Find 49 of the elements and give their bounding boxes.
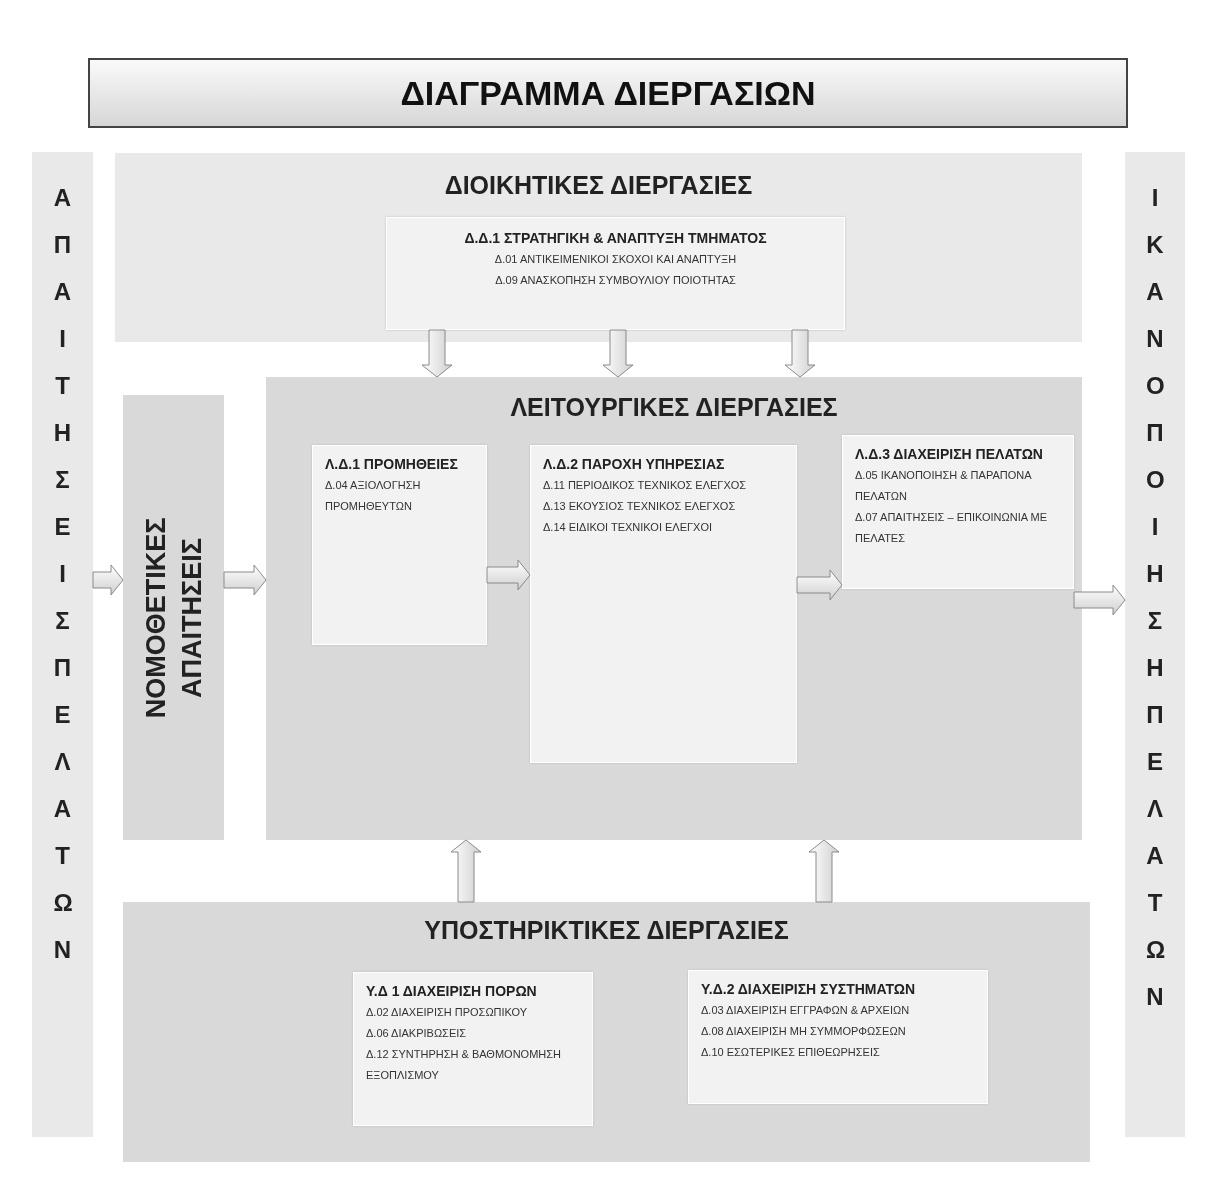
item-text: Δ.05 ΙΚΑΝΟΠΟΙΗΣΗ & ΠΑΡΑΠΟΝΑ ΠΕΛΑΤΩΝ	[855, 468, 1033, 504]
item-text: Δ.13 ΕΚΟΥΣΙΟΣ ΤΕΧΝΙΚΟΣ ΕΛΕΓΧΟΣ	[543, 498, 737, 514]
process-box	[353, 972, 593, 1126]
process-box	[386, 217, 845, 330]
block-arrow	[92, 564, 124, 596]
box-heading: Λ.Δ.1 ΠΡΟΜΗΘΕΙΕΣ	[325, 456, 459, 472]
requirements-box	[123, 395, 224, 840]
item-text: Δ.04 ΑΞΙΟΛΟΓΗΣΗ ΠΡΟΜΗΘΕΥΤΩΝ	[325, 478, 422, 514]
process-box	[312, 445, 487, 645]
process-box	[688, 970, 988, 1104]
process-band	[123, 902, 1090, 1162]
box-heading: Υ.Δ 1 ΔΙΑΧΕΙΡΙΣΗ ΠΟΡΩΝ	[366, 983, 538, 999]
box-heading: Δ.Δ.1 ΣΤΡΑΤΗΓΙΚΗ & ΑΝΑΠΤΥΞΗ ΤΜΗΜΑΤΟΣ	[463, 230, 768, 246]
side-column	[32, 152, 93, 1137]
band-heading: ΔΙΟΙΚΗΤΙΚΕΣ ΔΙΕΡΓΑΣΙΕΣ	[443, 171, 754, 200]
block-arrow	[421, 329, 453, 378]
block-arrow	[602, 329, 634, 378]
item-text: Δ.07 ΑΠΑΙΤΗΣΕΙΣ – ΕΠΙΚΟΙΝΩΝΙΑ ΜΕ ΠΕΛΑΤΕΣ	[855, 509, 1049, 546]
item-text: Δ.12 ΣΥΝΤΗΡΗΣΗ & ΒΑΘΜΟΝΟΜΗΣΗ ΕΞΟΠΛΙΣΜΟΥ	[366, 1046, 562, 1083]
rotated-label: ΝΟΜΟΘΕΤΙΚΕΣ ΑΠΑΙΤΗΣΕΙΣ	[139, 516, 208, 720]
item-text: Δ.03 ΔΙΑΧΕΙΡΙΣΗ ΕΓΓΡΑΦΩΝ & ΑΡΧΕΙΩΝ	[701, 1003, 911, 1018]
process-band	[266, 377, 1082, 840]
process-box	[530, 445, 797, 763]
band-heading: ΥΠΟΣΤΗΡΙΚΤΙΚΕΣ ΔΙΕΡΓΑΣΙΕΣ	[423, 916, 790, 945]
item-text: Δ.11 ΠΕΡΙΟΔΙΚΟΣ ΤΕΧΝΙΚΟΣ ΕΛΕΓΧΟΣ	[543, 478, 748, 493]
vertical-label: ΑΠΑΙΤΗΣΕΙΣ ΠΕΛΑΤΩΝ	[53, 183, 72, 965]
block-arrow	[796, 569, 843, 601]
block-arrow	[784, 329, 816, 378]
block-arrow	[450, 839, 482, 903]
item-text: Δ.02 ΔΙΑΧΕΙΡΙΣΗ ΠΡΟΣΩΠΙΚΟΥ	[366, 1005, 529, 1020]
box-heading: Υ.Δ.2 ΔΙΑΧΕΙΡΙΣΗ ΣΥΣΤΗΜΑΤΩΝ	[701, 981, 917, 997]
vertical-label: ΙΚΑΝΟΠΟΙΗΣΗ ΠΕΛΑΤΩΝ	[1146, 183, 1164, 1012]
block-arrow	[1073, 584, 1126, 616]
item-text: Δ.14 ΕΙΔΙΚΟΙ ΤΕΧΝΙΚΟΙ ΕΛΕΓΧΟΙ	[543, 519, 714, 535]
process-box	[842, 435, 1074, 589]
block-arrow	[808, 839, 840, 903]
block-arrow	[486, 559, 531, 591]
title-banner: ΔΙΑΓΡΑΜΜΑ ΔΙΕΡΓΑΣΙΩΝ	[88, 58, 1128, 128]
item-text: Δ.06 ΔΙΑΚΡΙΒΩΣΕΙΣ	[366, 1025, 468, 1041]
box-heading: Λ.Δ.3 ΔΙΑΧΕΙΡΙΣΗ ΠΕΛΑΤΩΝ	[855, 446, 1044, 462]
band-heading: ΛΕΙΤΟΥΡΓΙΚΕΣ ΔΙΕΡΓΑΣΙΕΣ	[509, 393, 839, 422]
box-heading: Λ.Δ.2 ΠΑΡΟΧΗ ΥΠΗΡΕΣΙΑΣ	[543, 456, 726, 472]
item-text: Δ.01 ΑΝΤΙΚΕΙΜΕΝΙΚΟΙ ΣΚΟΧΟΙ ΚΑΙ ΑΝΑΠΤΥΞΗ	[493, 252, 738, 267]
block-arrow	[223, 564, 267, 596]
side-column	[1125, 152, 1185, 1137]
process-band	[115, 153, 1082, 342]
item-text: Δ.09 ΑΝΑΣΚΟΠΗΣΗ ΣΥΜΒΟΥΛΙΟΥ ΠΟΙΟΤΗΤΑΣ	[494, 272, 737, 288]
item-text: Δ.10 ΕΣΩΤΕΡΙΚΕΣ ΕΠΙΘΕΩΡΗΣΕΙΣ	[701, 1044, 881, 1060]
item-text: Δ.08 ΔΙΑΧΕΙΡΙΣΗ ΜΗ ΣΥΜΜΟΡΦΩΣΕΩΝ	[701, 1023, 907, 1039]
